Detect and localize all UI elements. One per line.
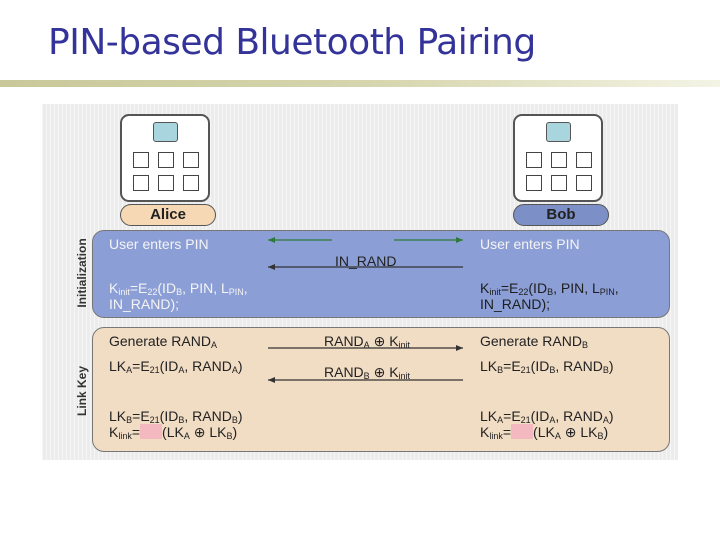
bob-lkb-formula: LKB=E21(IDB, RANDB) (480, 358, 614, 375)
hash-function-highlight (140, 424, 163, 439)
bob-generate-rand: Generate RANDB (480, 333, 588, 350)
alice-klink-formula: Klink=(LKA ⊕ LKB) (109, 424, 238, 441)
alice-key (183, 152, 199, 168)
alice-kinit-formula-line2: IN_RAND); (109, 296, 180, 312)
pairing-diagram: Alice Bob Initialization Link Key User e… (42, 104, 678, 460)
slide-title: PIN-based Bluetooth Pairing (48, 22, 536, 63)
bob-key (551, 152, 567, 168)
bob-enters-pin: User enters PIN (480, 236, 580, 252)
bob-kinit-formula-line2: IN_RAND); (480, 296, 551, 312)
alice-lkb-formula: LKB=E21(IDB, RANDB) (109, 408, 243, 425)
bob-lka-formula: LKA=E21(IDA, RANDA) (480, 408, 614, 425)
alice-enters-pin: User enters PIN (109, 236, 209, 252)
alice-lka-formula: LKA=E21(IDA, RANDA) (109, 358, 243, 375)
alice-device-icon (120, 114, 210, 202)
bob-key (576, 152, 592, 168)
title-rule (0, 80, 720, 87)
alice-kinit-formula: Kinit=E22(IDB, PIN, LPIN, (109, 280, 248, 297)
bob-key (526, 152, 542, 168)
bob-key (551, 175, 567, 191)
bob-klink-formula: Klink=(LKA ⊕ LKB) (480, 424, 609, 441)
bob-label: Bob (513, 204, 609, 226)
hash-function-highlight (511, 424, 534, 439)
alice-key (183, 175, 199, 191)
bob-key (576, 175, 592, 191)
alice-label: Alice (120, 204, 216, 226)
alice-key (133, 152, 149, 168)
message-arrows (268, 237, 463, 383)
alice-key (133, 175, 149, 191)
alice-generate-rand: Generate RANDA (109, 333, 217, 350)
alice-key (158, 152, 174, 168)
initialization-band (92, 230, 670, 318)
rand-a-message: RANDA ⊕ Kinit (324, 333, 411, 350)
rand-b-message: RANDB ⊕ Kinit (324, 364, 411, 381)
alice-screen (153, 122, 178, 142)
alice-key (158, 175, 174, 191)
bob-kinit-formula: Kinit=E22(IDB, PIN, LPIN, (480, 280, 619, 297)
bob-device-icon (513, 114, 603, 202)
bob-screen (546, 122, 571, 142)
bob-key (526, 175, 542, 191)
in-rand-message: IN_RAND (335, 253, 397, 269)
